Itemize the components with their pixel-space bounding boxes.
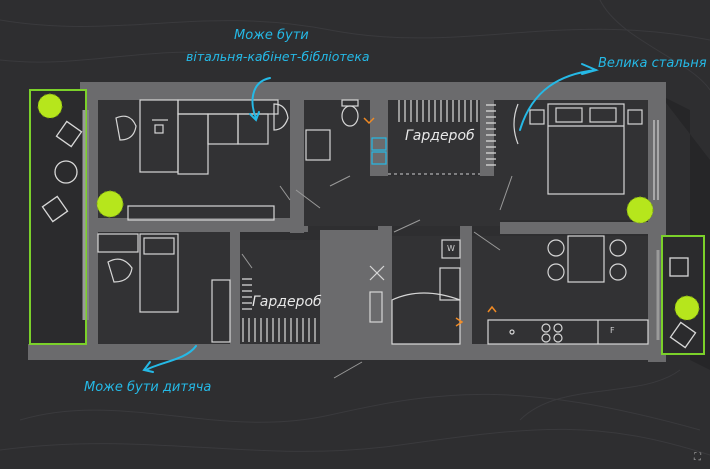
kitchen-furniture: [487, 235, 649, 345]
room-label-wardrobe-bottom: Гардероб: [252, 294, 322, 310]
windows: [653, 120, 659, 200]
balcony-right: [656, 235, 705, 355]
bathroom-bottom: [369, 239, 461, 345]
expand-icon[interactable]: ⛶: [694, 452, 701, 463]
door-marker-icon: [363, 117, 497, 327]
annotation-living-line1: Може бути: [234, 28, 309, 43]
annotation-child: Може бути дитяча: [84, 380, 212, 395]
wardrobe-bottom-hangers: [242, 318, 318, 342]
child-room-furniture: [97, 233, 231, 343]
bedroom-furniture: [513, 103, 643, 195]
washer-label: W: [447, 244, 455, 253]
fridge-label: F: [610, 326, 615, 335]
plant-icon: [37, 93, 700, 321]
arrow-icon: [142, 63, 599, 373]
door-lines: [241, 175, 513, 379]
annotation-bedroom: Велика стальня: [598, 56, 707, 71]
wardrobe-top-side: [486, 100, 496, 170]
wardrobe-bottom-side: [242, 274, 252, 314]
topo-lines: [0, 0, 710, 456]
room-label-wardrobe-top: Гардероб: [405, 128, 475, 144]
wardrobe-top-hangers: [394, 100, 478, 122]
bathroom-top: [305, 99, 387, 165]
balcony-left: [29, 89, 89, 345]
living-office-furniture: [115, 99, 289, 221]
annotation-living-line2: вітальня-кабінет-бібліотека: [186, 49, 370, 64]
